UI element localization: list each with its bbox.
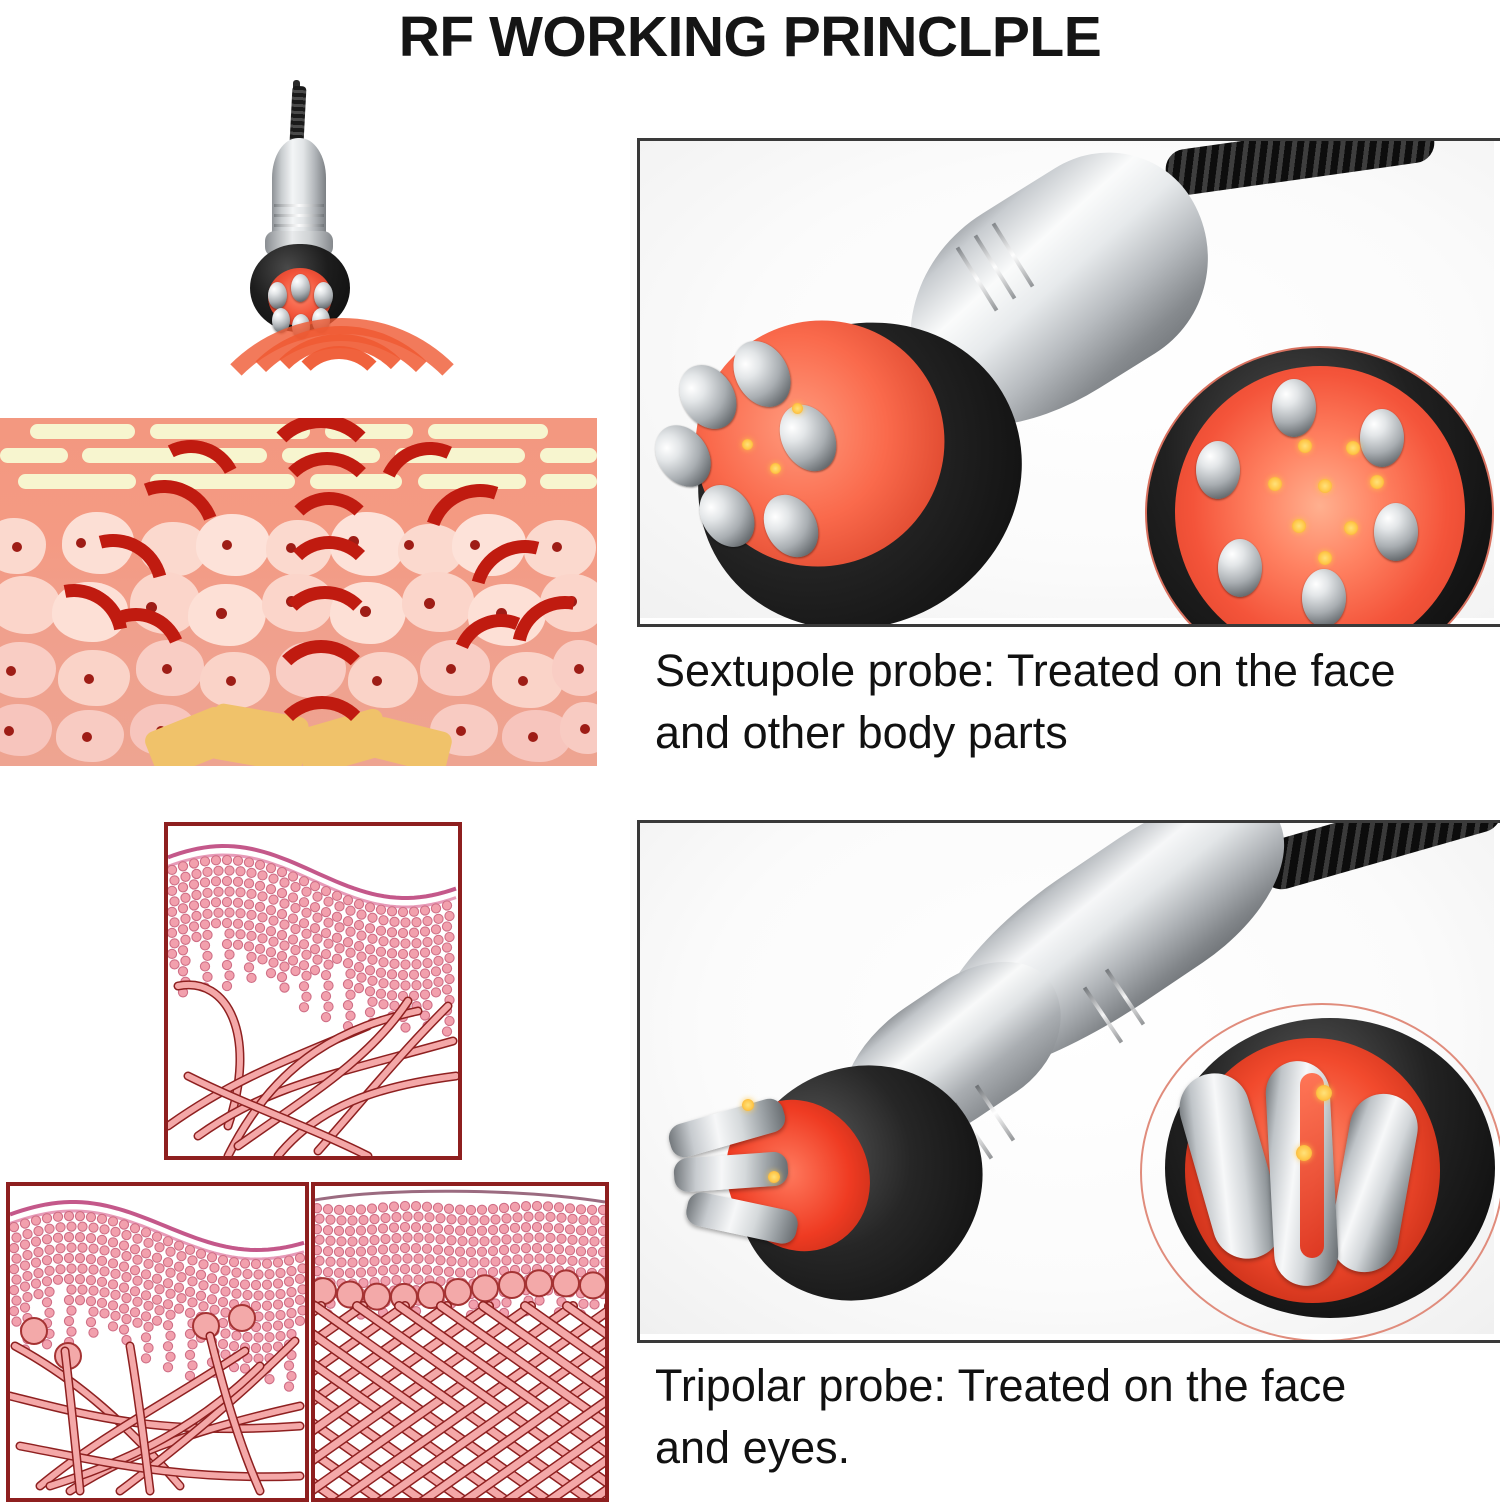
probe-ring — [274, 204, 324, 207]
electrode-ball — [1360, 409, 1404, 467]
electrode-ball — [291, 274, 310, 302]
page-title: RF WORKING PRINCLPLE — [398, 5, 1102, 69]
probe-ring — [274, 214, 324, 217]
collagen-diagram-after — [311, 1182, 609, 1502]
electrode-ball — [272, 308, 290, 333]
led-dot — [1292, 519, 1306, 533]
probe-cord — [1252, 823, 1500, 895]
led-dot — [1318, 479, 1332, 493]
tripolar-caption: Tripolar probe: Treated on the face and … — [655, 1360, 1347, 1473]
electrode-ball — [314, 282, 333, 309]
led-dot — [742, 439, 753, 450]
led-dot — [742, 1099, 754, 1111]
led-dot — [768, 1171, 780, 1183]
electrode-ball — [1374, 503, 1418, 561]
tripolar-probe-photo — [637, 820, 1500, 1343]
led-dot — [1298, 439, 1312, 453]
sextupole-probe-photo — [637, 138, 1500, 627]
led-dot — [770, 463, 781, 474]
led-dot — [792, 403, 803, 414]
led-dot — [1370, 475, 1384, 489]
rf-probe-icon — [246, 80, 396, 346]
electrode-ball — [1196, 441, 1240, 499]
probe-cord — [1163, 141, 1437, 198]
probe-ring — [274, 224, 324, 227]
electrode-ball — [268, 282, 287, 309]
electrode-ball — [1272, 379, 1316, 437]
led-dot — [1318, 551, 1332, 565]
electrode-ball — [1218, 539, 1262, 597]
magnified-head-circle — [1140, 1003, 1500, 1340]
collagen-diagram-before — [6, 1182, 309, 1502]
probe-cable — [289, 85, 307, 145]
sextupole-caption: Sextupole probe: Treated on the face and… — [655, 645, 1396, 758]
skin-cross-section-diagram — [0, 418, 597, 766]
collagen-diagram-loose — [164, 822, 462, 1160]
probe-body — [272, 138, 326, 246]
led-dot — [1268, 477, 1282, 491]
led-dot — [1346, 441, 1360, 455]
led-dot — [1344, 521, 1358, 535]
electrode-ball — [1302, 569, 1346, 624]
